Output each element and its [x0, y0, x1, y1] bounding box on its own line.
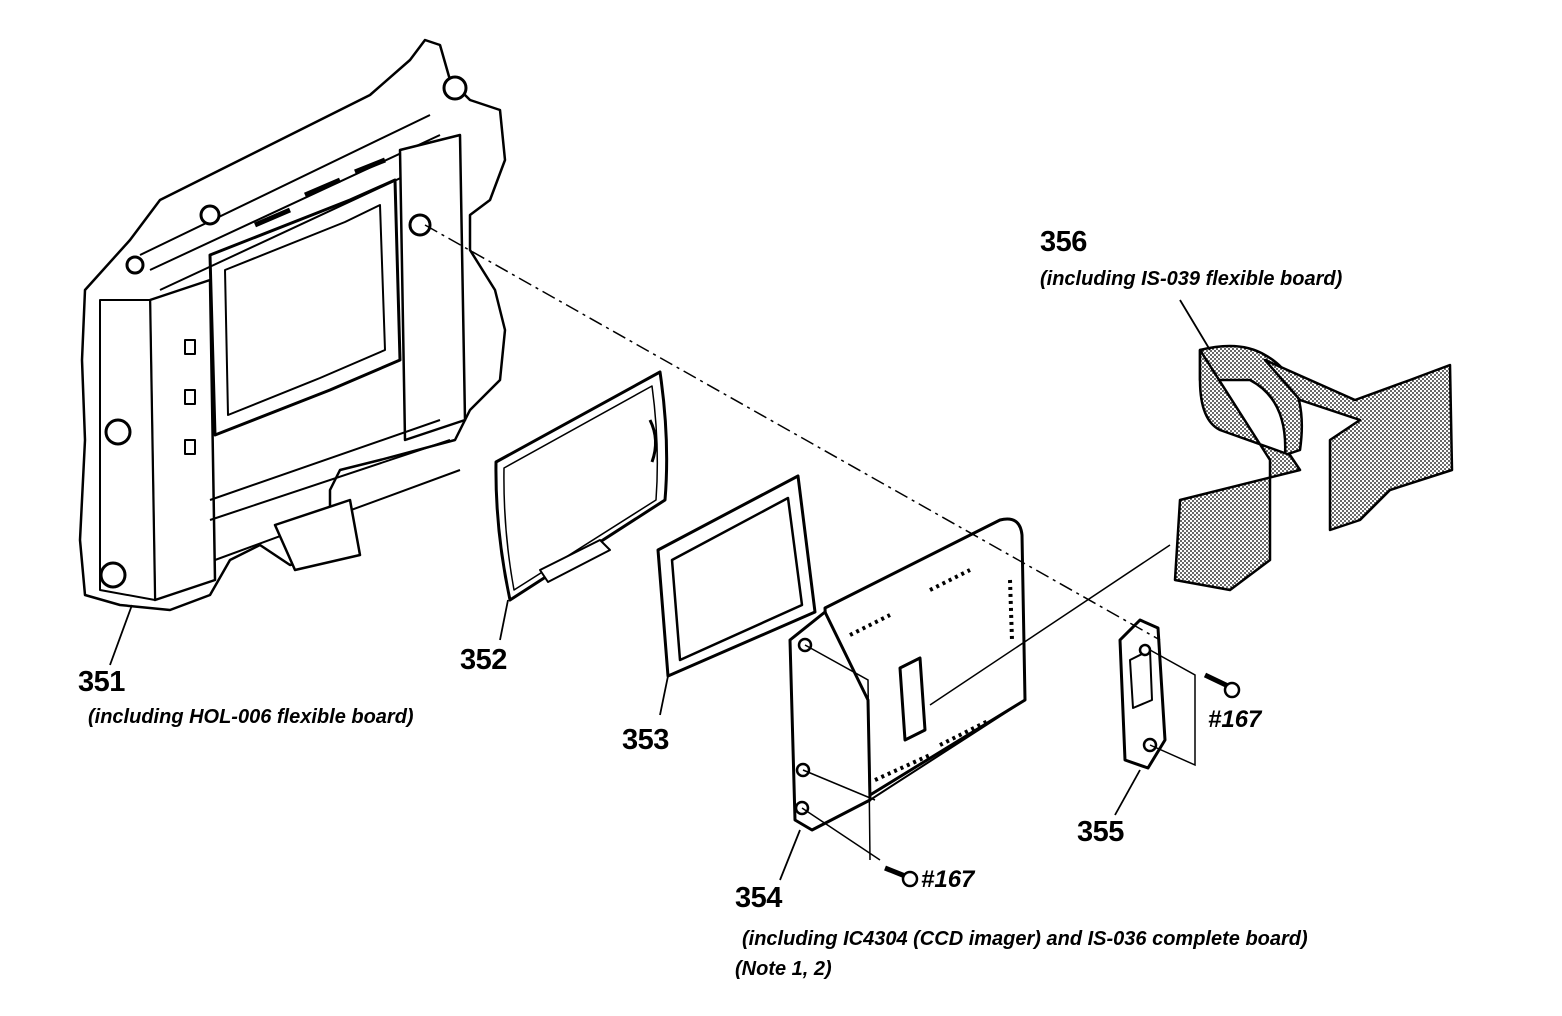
part-description-354: (including IC4304 (CCD imager) and IS-03… [742, 928, 1308, 950]
screw-icon [1203, 672, 1241, 699]
screw-label-b: #167 [921, 866, 975, 893]
part-description-356: (including IS-039 flexible board) [1040, 268, 1343, 290]
screw-label-a: #167 [1208, 706, 1262, 733]
part-note-354: (Note 1, 2) [735, 958, 832, 980]
screw-icon [884, 865, 919, 888]
part-description-351: (including HOL-006 flexible board) [88, 706, 414, 728]
filter-sheet-352 [494, 370, 669, 602]
leader-lines [109, 299, 1211, 881]
flexible-board-356 [1173, 344, 1454, 592]
part-number-354: 354 [735, 882, 782, 914]
ccd-board-354 [788, 517, 1027, 832]
part-number-356: 356 [1040, 226, 1087, 258]
part-number-352: 352 [460, 644, 507, 676]
assembly-guide-lines [424, 224, 1196, 861]
part-number-353: 353 [622, 724, 669, 756]
part-number-351: 351 [78, 666, 125, 698]
bracket-355 [1118, 618, 1167, 770]
part-number-355: 355 [1077, 816, 1124, 848]
holder-frame-351 [78, 38, 507, 612]
seal-353 [656, 474, 817, 678]
